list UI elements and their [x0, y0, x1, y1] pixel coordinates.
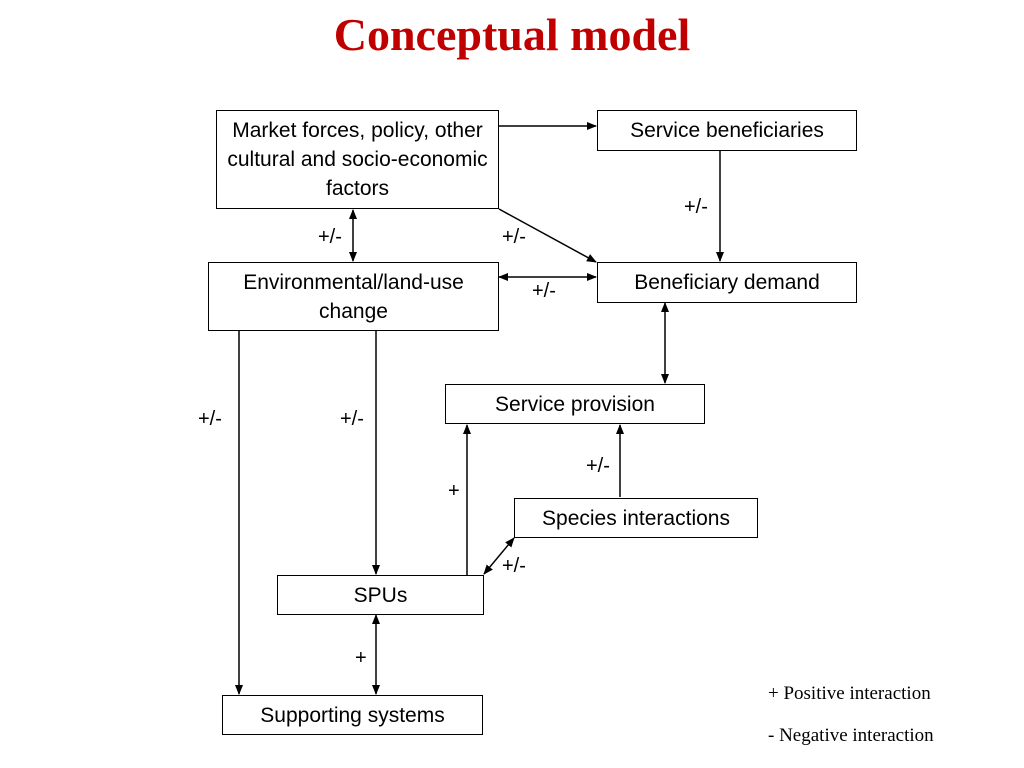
- edge-label-species-provision: +/-: [586, 455, 610, 477]
- node-service-beneficiaries: Service beneficiaries: [597, 110, 857, 151]
- edge-label-spus-supporting: +: [355, 647, 367, 669]
- edge-label-spus-species: +/-: [502, 555, 526, 577]
- edge-label-spus-provision: +: [448, 480, 460, 502]
- node-market-forces: Market forces, policy, other cultural an…: [216, 110, 499, 209]
- edge-label-env-demand: +/-: [532, 280, 556, 302]
- edge-label-env-supporting: +/-: [198, 408, 222, 430]
- node-environmental-change: Environmental/land-use change: [208, 262, 499, 331]
- node-supporting-systems: Supporting systems: [222, 695, 483, 735]
- edge-label-beneficiaries-demand: +/-: [684, 196, 708, 218]
- legend-negative: - Negative interaction: [768, 725, 934, 746]
- node-beneficiary-demand: Beneficiary demand: [597, 262, 857, 303]
- diagram-title: Conceptual model: [333, 9, 691, 60]
- node-service-provision: Service provision: [445, 384, 705, 424]
- arrow-market-to-demand: [498, 208, 597, 263]
- edge-label-market-demand: +/-: [502, 226, 526, 248]
- node-spus-label: SPUs: [353, 583, 408, 607]
- node-spus: SPUs: [277, 575, 484, 615]
- node-beneficiary-demand-label: Beneficiary demand: [634, 271, 820, 294]
- arrow-spus-species: [483, 537, 515, 575]
- node-environmental-change-label: Environmental/land-use change: [243, 270, 464, 323]
- legend-positive: + Positive interaction: [768, 683, 931, 704]
- node-species-interactions-label: Species interactions: [542, 506, 730, 530]
- node-market-forces-label: Market forces, policy, other cultural an…: [227, 119, 488, 200]
- edge-label-env-spus: +/-: [340, 408, 364, 430]
- node-species-interactions: Species interactions: [514, 498, 758, 538]
- edge-label-market-env: +/-: [318, 226, 342, 248]
- node-service-provision-label: Service provision: [495, 392, 655, 416]
- node-supporting-systems-label: Supporting systems: [260, 703, 445, 727]
- node-service-beneficiaries-label: Service beneficiaries: [630, 119, 824, 142]
